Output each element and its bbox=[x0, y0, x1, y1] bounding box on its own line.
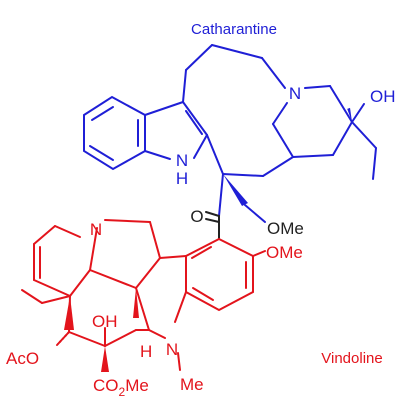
atom-o-carbonyl: O bbox=[190, 207, 203, 226]
atom-n-indoline: N bbox=[166, 340, 178, 359]
stereo-hash-bond bbox=[57, 331, 70, 345]
stereo-wedge-bond bbox=[347, 107, 352, 122]
stereo-wedge-bond bbox=[223, 174, 248, 206]
catharantine-bonds bbox=[83, 44, 377, 223]
atom-co2me: CO2Me bbox=[93, 376, 149, 399]
atom-h-indole: H bbox=[176, 169, 188, 188]
stereo-wedge-bond bbox=[133, 288, 139, 318]
atom-oh-catharantine: OH bbox=[370, 87, 396, 106]
atom-ome-ester: OMe bbox=[267, 219, 304, 238]
fragment-name-vindoline: Vindoline bbox=[321, 350, 382, 367]
atom-n-indole: N bbox=[176, 151, 188, 170]
atom-h-vindoline: H bbox=[140, 342, 152, 361]
stereo-wedge-bond bbox=[101, 346, 109, 372]
atom-aco: AcO bbox=[6, 349, 39, 368]
vindoline-bonds bbox=[21, 219, 266, 371]
atom-oh-vindoline: OH bbox=[92, 312, 118, 331]
atom-n-catharantine: N bbox=[289, 84, 301, 103]
carbonyl-bond bbox=[205, 211, 220, 240]
atom-ome-aryl: OMe bbox=[266, 243, 303, 262]
stereo-wedge-bond bbox=[64, 296, 74, 330]
atom-n-vindoline: N bbox=[90, 220, 102, 239]
atom-me-n: Me bbox=[180, 375, 204, 394]
fragment-name-catharantine: Catharantine bbox=[191, 21, 277, 38]
